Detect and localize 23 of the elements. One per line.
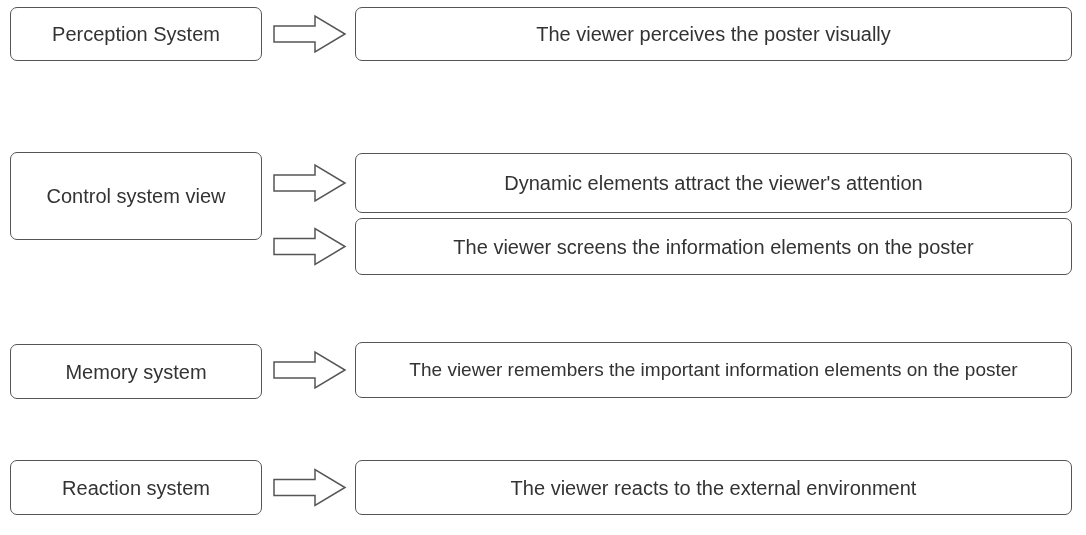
box-label: Perception System: [52, 22, 220, 46]
hollow-arrow: [273, 14, 347, 54]
system-box: [10, 152, 262, 240]
box-label: Control system view: [46, 184, 226, 208]
box-label: The viewer perceives the poster visually: [536, 22, 891, 46]
description-box: [355, 460, 1072, 515]
hollow-arrow: [273, 163, 347, 203]
box-label: The viewer remembers the important information elements on the poster: [409, 358, 1018, 382]
hollow-arrow: [273, 350, 347, 390]
box-label: Memory system: [65, 359, 207, 384]
description-box: [10, 460, 262, 515]
description-box: [355, 7, 1072, 61]
description-box: [10, 344, 262, 399]
description-box: [355, 342, 1072, 398]
box-label: The viewer reacts to the external environment: [510, 475, 917, 500]
box-label: Reaction system: [62, 475, 210, 500]
description-box: [355, 218, 1072, 275]
description-box: [355, 153, 1072, 213]
hollow-arrow: [273, 468, 347, 507]
hollow-arrow: [273, 227, 347, 266]
system-box: [10, 7, 262, 61]
box-label: Dynamic elements attract the viewer's attention: [504, 171, 923, 195]
box-label: The viewer screens the information elements on the poster: [453, 234, 974, 259]
